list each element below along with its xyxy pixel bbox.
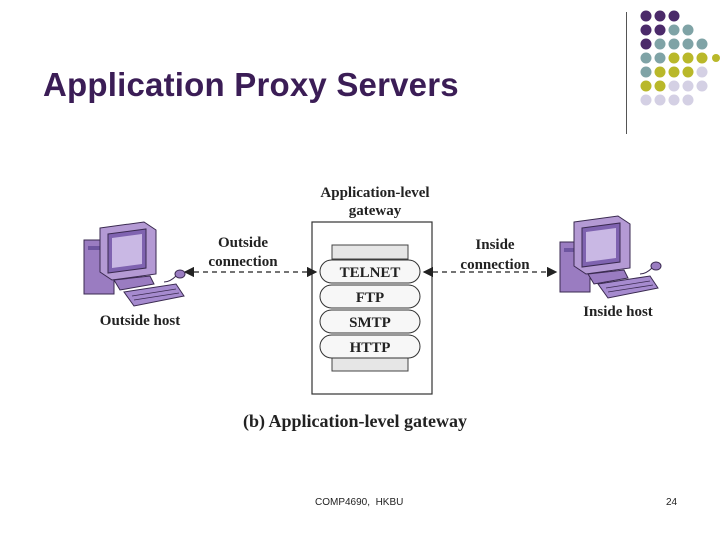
dot [682,94,694,106]
outside-host-computer-icon [83,221,186,307]
protocol-pill-ftp [319,284,421,309]
dot [640,10,652,22]
dot [696,80,708,92]
outside-host-label: Outside host [100,313,180,329]
protocol-label-smtp: SMTP [349,315,391,331]
dot [640,80,652,92]
protocol-pill-http [319,334,421,359]
dot [640,66,652,78]
dot [640,94,652,106]
outside-connection-label-line1: Outside [218,235,268,251]
decorative-dot-grid [640,10,720,106]
dot [654,10,666,22]
gateway-label-line2: gateway [349,203,402,219]
protocol-stack: TELNET FTP SMTP HTTP [319,259,421,359]
protocol-label-telnet: TELNET [340,265,401,281]
protocol-label-http: HTTP [350,340,391,356]
diagram-caption: (b) Application-level gateway [243,411,467,432]
footer-course: COMP4690, HKBU [315,497,404,508]
dot [654,66,666,78]
gateway-label-line1: Application-level [320,185,429,201]
protocol-pill-smtp [319,309,421,334]
dot [682,24,694,36]
dot [682,66,694,78]
dot [696,52,708,64]
dot [668,94,680,106]
page-number: 24 [666,497,678,508]
dot [712,54,720,62]
dot [682,80,694,92]
outside-connection-label-line2: connection [208,254,278,270]
inside-connection-label-line1: Inside [475,237,515,253]
dot [654,24,666,36]
dot [668,52,680,64]
dot [682,52,694,64]
protocol-label-ftp: FTP [356,290,384,306]
dot [654,94,666,106]
dot [640,38,652,50]
dot [696,66,708,78]
inside-connection-label-line2: connection [460,257,530,273]
dot [682,38,694,50]
dot [654,80,666,92]
dot [668,66,680,78]
dot [696,38,708,50]
dot [640,24,652,36]
inside-host-computer-icon [559,215,662,299]
inside-host-label: Inside host [583,304,653,320]
dot [668,80,680,92]
dot [668,10,680,22]
title-divider [626,12,627,134]
dot [640,52,652,64]
dot [668,38,680,50]
dot [654,38,666,50]
dot [668,24,680,36]
slide-title: Application Proxy Servers [43,66,459,103]
dot [654,52,666,64]
protocol-pill-telnet [319,259,421,284]
